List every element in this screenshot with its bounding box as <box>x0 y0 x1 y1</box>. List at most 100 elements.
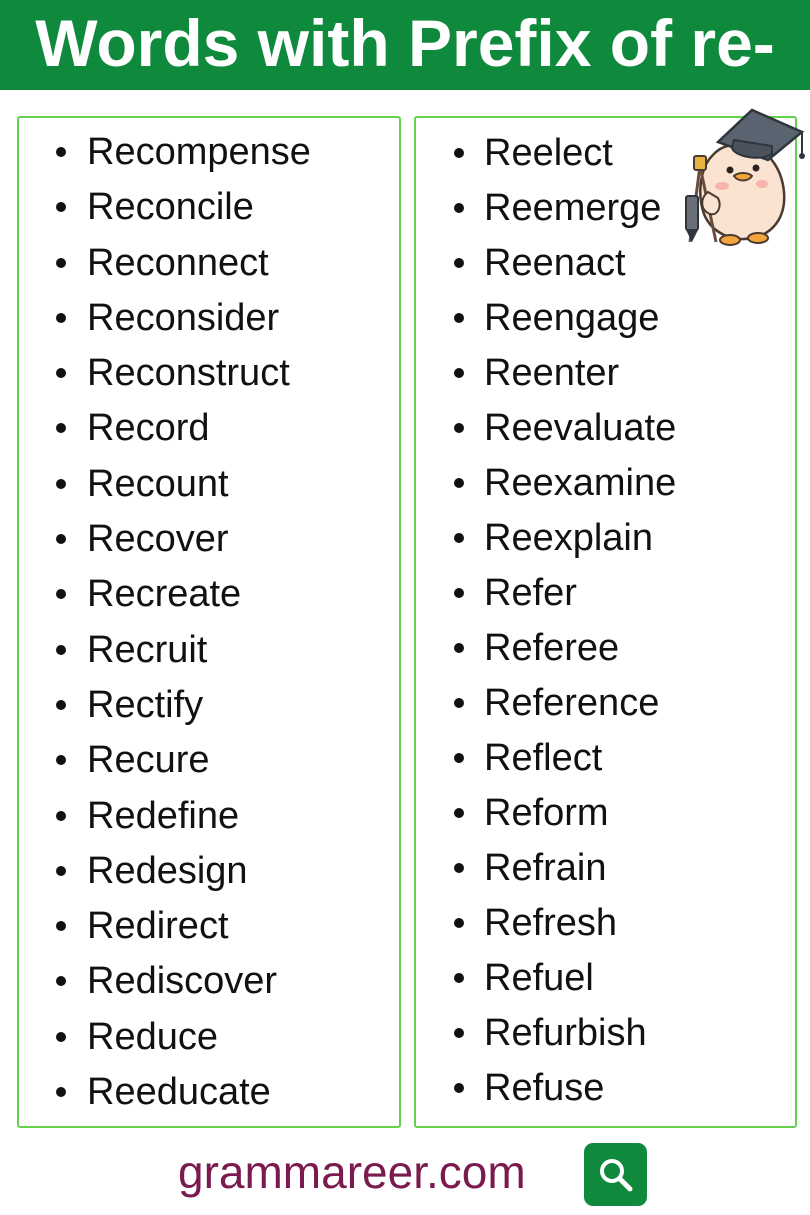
list-item: Reconsider <box>19 295 399 350</box>
bullet-icon <box>454 148 464 158</box>
list-item: Recover <box>19 516 399 571</box>
bullet-icon <box>454 973 464 983</box>
bullet-icon <box>56 976 66 987</box>
list-item: Recure <box>19 737 399 792</box>
list-item: Reexplain <box>416 515 795 570</box>
bullet-icon <box>56 1087 66 1098</box>
list-item: Reform <box>416 790 795 845</box>
bullet-icon <box>56 810 66 821</box>
word-text: Reenact <box>484 242 626 284</box>
list-item: Reconcile <box>19 184 399 239</box>
bullet-icon <box>56 755 66 766</box>
list-item: Reexamine <box>416 460 795 515</box>
site-link[interactable]: grammareer.com <box>178 1146 526 1198</box>
word-text: Recruit <box>87 628 208 671</box>
word-column-right: Reelect Reemerge Reenact Reengage Reente… <box>414 116 797 1128</box>
bullet-icon <box>56 147 66 157</box>
word-text: Redefine <box>87 794 240 837</box>
word-text: Recreate <box>87 573 242 616</box>
list-item: Refer <box>416 570 795 625</box>
list-item: Reenact <box>416 240 795 295</box>
bullet-icon <box>56 534 66 545</box>
bullet-icon <box>56 921 66 932</box>
word-text: Reference <box>484 682 660 724</box>
word-text: Refer <box>484 572 577 614</box>
list-item: Rectify <box>19 682 399 737</box>
bullet-icon <box>454 368 464 378</box>
bullet-icon <box>56 368 66 379</box>
search-button[interactable] <box>584 1143 647 1206</box>
word-column-left: Recompense Reconcile Reconnect Reconside… <box>17 116 401 1128</box>
list-item: Reference <box>416 680 795 735</box>
bullet-icon <box>454 533 464 543</box>
bullet-icon <box>454 753 464 763</box>
list-item: Recruit <box>19 627 399 682</box>
list-item: Refuse <box>416 1065 795 1120</box>
list-item: Refuel <box>416 955 795 1010</box>
list-item: Refresh <box>416 900 795 955</box>
bullet-icon <box>56 644 66 655</box>
word-text: Record <box>87 407 210 450</box>
bullet-icon <box>454 478 464 488</box>
bullet-icon <box>454 1028 464 1038</box>
word-text: Reexplain <box>484 517 653 559</box>
list-item: Recreate <box>19 571 399 626</box>
list-item: Reenter <box>416 350 795 405</box>
list-item: Referee <box>416 625 795 680</box>
bullet-icon <box>454 1083 464 1093</box>
word-text: Reconnect <box>87 241 269 284</box>
list-item: Recount <box>19 461 399 516</box>
word-text: Refrain <box>484 847 607 889</box>
word-text: Reform <box>484 792 609 834</box>
word-text: Reevaluate <box>484 407 677 449</box>
bullet-icon <box>56 589 66 600</box>
word-text: Reduce <box>87 1015 218 1058</box>
bullet-icon <box>56 202 66 213</box>
list-item: Refurbish <box>416 1010 795 1065</box>
word-text: Reexamine <box>484 462 677 504</box>
bullet-icon <box>56 423 66 434</box>
list-item: Recompense <box>19 129 399 184</box>
bullet-icon <box>454 643 464 653</box>
list-item: Reconnect <box>19 240 399 295</box>
list-item: Redefine <box>19 793 399 848</box>
word-text: Rectify <box>87 683 204 726</box>
word-text: Reconcile <box>87 186 254 229</box>
word-text: Reflect <box>484 737 603 779</box>
bullet-icon <box>454 698 464 708</box>
bullet-icon <box>454 313 464 323</box>
word-text: Refresh <box>484 902 618 944</box>
list-item: Reconstruct <box>19 350 399 405</box>
bullet-icon <box>454 918 464 928</box>
bullet-icon <box>56 257 66 268</box>
bullet-icon <box>454 203 464 213</box>
bullet-icon <box>56 1031 66 1042</box>
word-text: Reconstruct <box>87 352 290 395</box>
list-item: Reflect <box>416 735 795 790</box>
list-item: Refrain <box>416 845 795 900</box>
bullet-icon <box>56 865 66 876</box>
list-item: Redirect <box>19 903 399 958</box>
list-item: Reevaluate <box>416 405 795 460</box>
word-text: Refurbish <box>484 1012 647 1054</box>
word-text: Referee <box>484 627 620 669</box>
word-text: Recure <box>87 739 210 782</box>
list-item: Reengage <box>416 295 795 350</box>
page-title: Words with Prefix of re- <box>0 0 810 90</box>
list-item: Rediscover <box>19 958 399 1013</box>
word-text: Recompense <box>87 131 311 173</box>
bullet-icon <box>56 478 66 489</box>
list-item: Reemerge <box>416 185 795 240</box>
search-icon <box>599 1158 632 1191</box>
word-text: Redirect <box>87 905 229 948</box>
duck-graduate-mascot-icon <box>685 108 805 246</box>
word-text: Recover <box>87 518 229 561</box>
bullet-icon <box>454 808 464 818</box>
word-list-right: Reelect Reemerge Reenact Reengage Reente… <box>416 118 795 1120</box>
list-item: Reelect <box>416 130 795 185</box>
word-text: Reeducate <box>87 1071 271 1114</box>
bullet-icon <box>454 258 464 268</box>
word-list-left: Recompense Reconcile Reconnect Reconside… <box>19 118 399 1124</box>
bullet-icon <box>56 699 66 710</box>
list-item: Reduce <box>19 1014 399 1069</box>
